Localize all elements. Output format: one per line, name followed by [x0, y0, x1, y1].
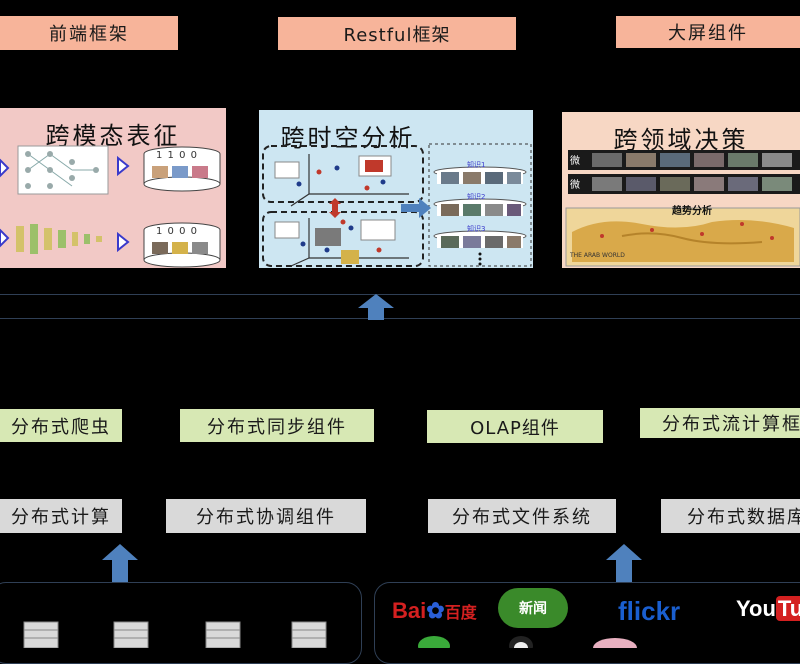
up-arrow-icon [358, 294, 394, 320]
up-arrow-icon-left [102, 544, 138, 582]
knowledge-label-2: 知识2 [467, 193, 486, 201]
flickr-logo-text: flickr [618, 596, 681, 626]
crossdomain-trend-label: 趋势分析 [672, 206, 712, 217]
chinanews-logo: 新闻 [498, 588, 568, 628]
distributed-crawler-label: 分布式爬虫 [0, 409, 122, 442]
distributed-coordination-label: 分布式协调组件 [166, 499, 366, 533]
youtube-logo-you: You [736, 596, 776, 621]
multimodal-bits-bottom: 1 0 0 0 [156, 226, 198, 237]
panel-multimodal: 跨模态表征 [0, 108, 226, 268]
distributed-database-label: 分布式数据库 [661, 499, 800, 533]
crossdomain-row1-label: 微 [570, 156, 580, 167]
baidu-logo: Bai✿百度 [392, 598, 477, 624]
divider-line-lower [0, 318, 800, 319]
baidu-logo-cn: 百度 [444, 605, 477, 622]
multimodal-bits-top: 1 1 0 0 [156, 150, 198, 161]
baidu-paw-icon: ✿ [426, 598, 445, 623]
server-icons [23, 621, 327, 648]
wechat-icon [418, 636, 450, 648]
distributed-compute-label: 分布式计算 [0, 499, 122, 533]
up-arrow-icon-right [606, 544, 642, 582]
panel-spatiotemporal: 跨时空分析 [259, 110, 533, 268]
bigscreen-component-label: 大屏组件 [616, 16, 800, 48]
distributed-filesystem-label: 分布式文件系统 [428, 499, 616, 533]
youtube-logo: YouTub [736, 596, 800, 622]
divider-line-upper [0, 294, 800, 295]
knowledge-label-3: 知识3 [467, 225, 486, 233]
weibo-icon [593, 638, 637, 648]
frontend-framework-label: 前端框架 [0, 16, 178, 50]
crossdomain-illustration [565, 150, 800, 267]
panel-crossdomain: 跨领域决策 微 微 趋势分析 THE ARAB WORLD [562, 112, 800, 268]
restful-framework-label: Restful框架 [278, 17, 516, 50]
server-icon [23, 621, 59, 648]
flickr-logo: flickr [618, 596, 680, 627]
olap-component-label: OLAP组件 [427, 410, 603, 443]
panel-crossdomain-title: 跨领域决策 [613, 126, 749, 154]
crossdomain-map-caption: THE ARAB WORLD [570, 252, 625, 259]
spatiotemporal-illustration [262, 143, 532, 267]
panel-multimodal-title: 跨模态表征 [45, 122, 181, 150]
chinanews-logo-text: 新闻 [519, 601, 547, 617]
panel-spatiotemporal-title: 跨时空分析 [280, 124, 416, 152]
crossdomain-row2-label: 微 [570, 180, 580, 191]
distributed-stream-label: 分布式流计算框 [640, 408, 800, 438]
youtube-logo-tube: Tub [775, 596, 800, 621]
qq-penguin-icon [509, 636, 533, 648]
knowledge-label-1: 知识1 [467, 161, 486, 169]
distributed-sync-label: 分布式同步组件 [180, 409, 374, 442]
baidu-logo-text: Bai [392, 598, 427, 623]
multimodal-illustration [0, 145, 221, 268]
